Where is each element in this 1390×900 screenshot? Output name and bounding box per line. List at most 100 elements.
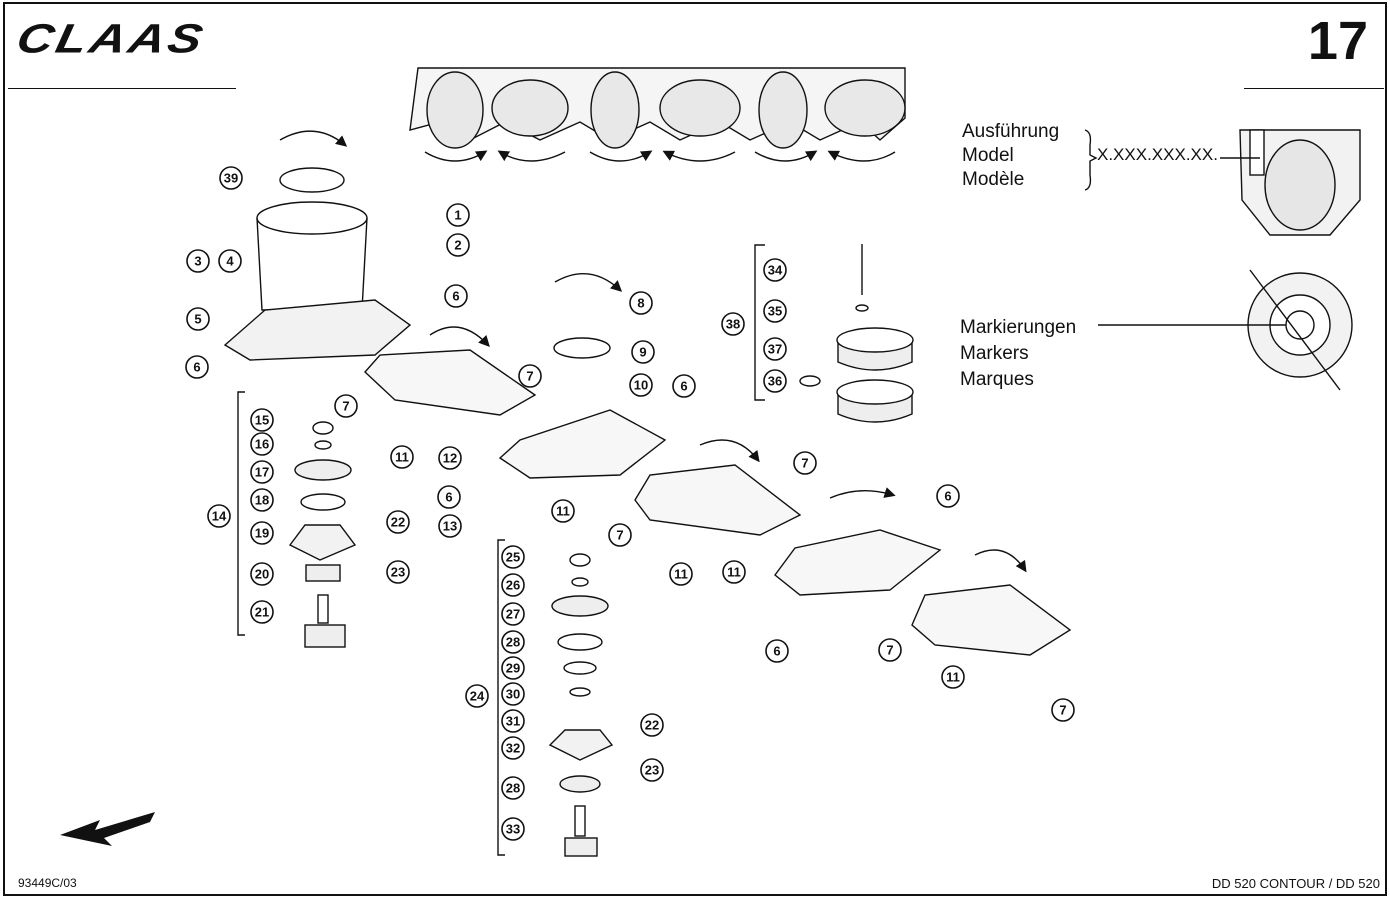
header-rule-left [8,88,236,89]
part-number: 6 [445,490,452,505]
part-number: 11 [946,670,960,685]
part-callout-35: 35 [763,299,787,323]
part-number: 37 [768,342,782,357]
part-number: 22 [645,718,659,733]
part-callout-6: 6 [185,355,209,379]
part-number: 7 [616,528,623,543]
group-bracket-24 [497,539,505,856]
part-number: 35 [768,304,782,319]
part-number: 29 [506,661,520,676]
part-number: 33 [506,822,520,837]
part-callout-20: 20 [250,562,274,586]
part-number: 2 [454,238,461,253]
part-number: 27 [506,607,520,622]
part-number: 5 [194,312,201,327]
part-callout-2: 2 [446,233,470,257]
part-callout-32: 32 [501,736,525,760]
part-number: 6 [944,489,951,504]
part-number: 1 [454,208,461,223]
group-bracket-38 [754,244,765,401]
part-callout-13: 13 [438,514,462,538]
part-number: 11 [556,504,570,519]
part-callout-11: 11 [722,560,746,584]
part-callout-6: 6 [672,374,696,398]
figure-id: 93449C/03 [18,876,77,890]
part-number: 8 [637,296,644,311]
part-number: 24 [470,689,485,704]
part-number: 28 [506,781,520,796]
part-number: 16 [255,437,269,452]
part-callout-7: 7 [608,523,632,547]
markers-label-fr: Marques [960,369,1034,390]
part-callout-11: 11 [390,445,414,469]
part-callout-7: 7 [793,451,817,475]
part-number: 22 [391,515,405,530]
part-number: 6 [452,289,459,304]
part-callout-9: 9 [631,340,655,364]
part-number: 6 [773,644,780,659]
part-number: 38 [726,317,740,332]
part-callout-22: 22 [386,510,410,534]
part-callout-15: 15 [250,408,274,432]
part-callout-36: 36 [763,369,787,393]
part-callout-16: 16 [250,432,274,456]
drum-housing [223,167,412,361]
part-callout-11: 11 [669,562,693,586]
part-number: 7 [801,456,808,471]
part-callout-4: 4 [218,249,242,273]
part-callout-17: 17 [250,460,274,484]
part-callout-33: 33 [501,817,525,841]
part-number: 11 [395,450,409,465]
part-callout-6: 6 [936,484,960,508]
drive-stack-left [288,421,357,648]
part-callout-39: 39 [219,166,243,190]
part-callout-38: 38 [721,312,745,336]
cutting-disc [364,349,537,416]
part-callout-19: 19 [250,521,274,545]
cutterbar-overview [409,67,906,162]
part-number: 3 [194,254,201,269]
part-callout-27: 27 [501,602,525,626]
part-callout-29: 29 [501,656,525,680]
part-callout-11: 11 [941,665,965,689]
variant-label-en: Model [962,145,1014,166]
part-number: 17 [255,465,269,480]
part-number: 32 [506,741,520,756]
part-callout-10: 10 [629,373,653,397]
part-callout-28: 28 [501,776,525,800]
variant-label: Ausführung Model Modèle [962,120,1059,192]
markers-label-de: Markierungen [960,317,1077,338]
part-number: 11 [727,565,741,580]
part-callout-30: 30 [501,682,525,706]
part-callout-6: 6 [765,639,789,663]
part-callout-22: 22 [640,713,664,737]
part-callout-6: 6 [444,284,468,308]
rotation-arrow [279,130,348,147]
part-callout-18: 18 [250,488,274,512]
cutting-disc [911,584,1072,656]
part-number: 28 [506,635,520,650]
part-callout-25: 25 [501,545,525,569]
part-number: 10 [634,378,648,393]
part-number: 11 [674,567,688,582]
part-number: 9 [639,345,646,360]
part-callout-24: 24 [465,684,489,708]
part-number: 12 [443,451,457,466]
part-number: 39 [224,171,238,186]
part-number: 6 [680,379,687,394]
part-number: 34 [768,263,783,278]
group-bracket-14 [237,391,245,636]
page-number: 17 [1307,11,1368,71]
part-number: 13 [443,519,457,534]
disc-cap [553,337,611,359]
part-callout-7: 7 [878,638,902,662]
drive-stack-center [548,553,614,857]
cutting-disc [634,464,802,536]
rotation-arrow [429,326,490,348]
serial-number-format: X.XXX.XXX.XX. [1097,145,1218,164]
direction-arrow-icon [60,812,155,846]
part-number: 6 [193,360,200,375]
header-rule-right [1244,88,1384,89]
